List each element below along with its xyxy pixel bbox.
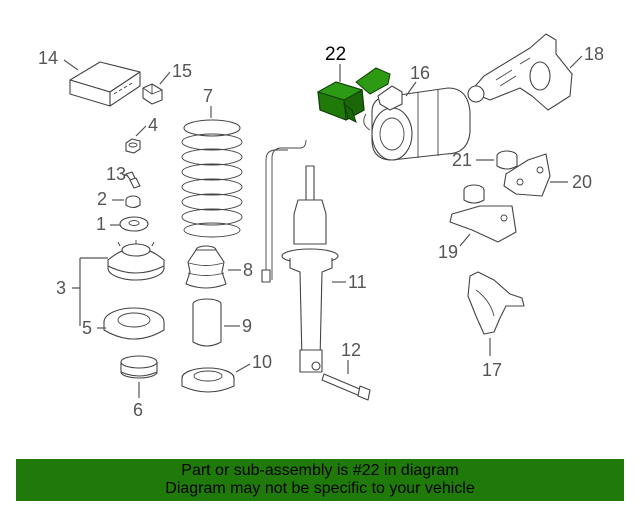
leader-4 <box>135 125 147 137</box>
callout-14[interactable]: 14 <box>38 48 58 68</box>
callout-18[interactable]: 18 <box>584 44 604 64</box>
info-banner: Part or sub-assembly is #22 in diagram D… <box>16 459 624 501</box>
banner-line-1: Part or sub-assembly is #22 in diagram <box>181 462 459 479</box>
part-11-shock-absorber[interactable] <box>261 139 339 373</box>
part-14-control-module[interactable] <box>69 61 141 107</box>
part-17-clamp[interactable] <box>467 271 525 335</box>
callout-5[interactable]: 5 <box>82 318 92 338</box>
callout-19[interactable]: 19 <box>438 242 458 262</box>
part-13-bolt[interactable] <box>125 171 141 189</box>
callout-22[interactable]: 22 <box>325 44 346 65</box>
callout-3[interactable]: 3 <box>56 278 66 298</box>
part-7-coil-spring[interactable] <box>181 119 243 238</box>
part-4-nut[interactable] <box>125 138 141 154</box>
callout-8[interactable]: 8 <box>243 260 253 280</box>
callout-1[interactable]: 1 <box>96 214 106 234</box>
part-2-bushing[interactable] <box>125 195 141 209</box>
part-20-bracket[interactable] <box>503 153 551 197</box>
callout-6[interactable]: 6 <box>133 400 143 420</box>
callout-11[interactable]: 11 <box>348 272 367 292</box>
leader-19 <box>459 233 471 247</box>
part-8-dust-boot[interactable] <box>185 245 227 289</box>
callout-20[interactable]: 20 <box>572 172 592 192</box>
leader-13 <box>121 173 129 177</box>
callout-16[interactable]: 16 <box>410 63 430 83</box>
part-18-control-arm[interactable] <box>467 33 573 111</box>
leader-18 <box>569 55 583 69</box>
part-9-sleeve[interactable] <box>192 298 222 347</box>
part-1-washer[interactable] <box>119 216 149 232</box>
part-5-spring-seat[interactable] <box>103 307 165 340</box>
leader-10 <box>235 363 251 373</box>
part-22-highlighted-sensor[interactable] <box>316 67 391 123</box>
leader-15 <box>159 71 171 85</box>
exploded-parts-diagram: 14 15 4 13 2 1 3 <box>38 33 604 420</box>
part-16-compressor[interactable] <box>363 85 471 161</box>
callout-9[interactable]: 9 <box>242 316 252 336</box>
banner-line-2: Diagram may not be specific to your vehi… <box>165 480 475 497</box>
callout-21[interactable]: 21 <box>452 150 472 170</box>
callout-15[interactable]: 15 <box>172 61 192 81</box>
part-6-bump-stop[interactable] <box>120 355 158 379</box>
part-3-upper-mount[interactable] <box>107 240 165 281</box>
part-21-bushing[interactable] <box>496 150 518 170</box>
part-19-lower-bracket[interactable] <box>449 184 517 243</box>
leader-16 <box>405 81 417 97</box>
callout-2[interactable]: 2 <box>97 189 107 209</box>
leader-3 <box>72 257 108 326</box>
part-15-sensor[interactable] <box>142 83 163 105</box>
callout-10[interactable]: 10 <box>252 352 272 372</box>
callout-17[interactable]: 17 <box>482 360 502 380</box>
part-10-lower-seat[interactable] <box>181 367 235 393</box>
callout-13[interactable]: 13 <box>106 164 126 184</box>
part-12-mounting-bolt[interactable] <box>321 373 371 401</box>
callout-7[interactable]: 7 <box>203 86 213 106</box>
callout-4[interactable]: 4 <box>148 115 158 135</box>
callout-12[interactable]: 12 <box>341 340 361 360</box>
leader-14 <box>63 59 79 71</box>
